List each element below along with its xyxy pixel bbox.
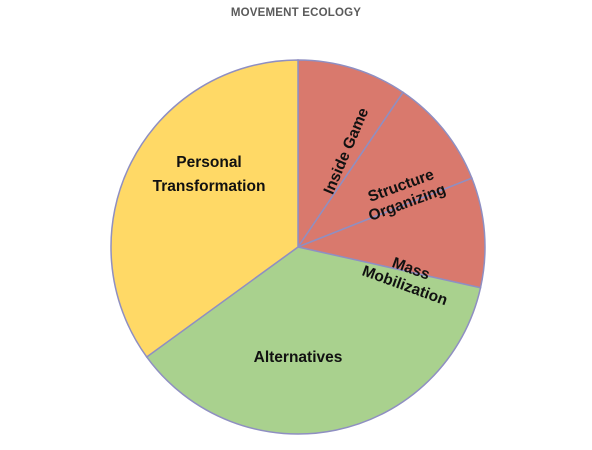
- chart-title: MOVEMENT ECOLOGY: [230, 7, 362, 19]
- pie-slice-alternatives: [145, 246, 482, 435]
- pie-slice-personal-transformation: [110, 59, 299, 358]
- pie-slice-structure-organizing: [296, 91, 473, 249]
- pie-slice-inside-game: [297, 59, 405, 250]
- pie-slice-mass-mobilization: [295, 177, 486, 289]
- slice-label-alternatives: Alternatives: [254, 349, 343, 366]
- pie-slices: [110, 59, 486, 435]
